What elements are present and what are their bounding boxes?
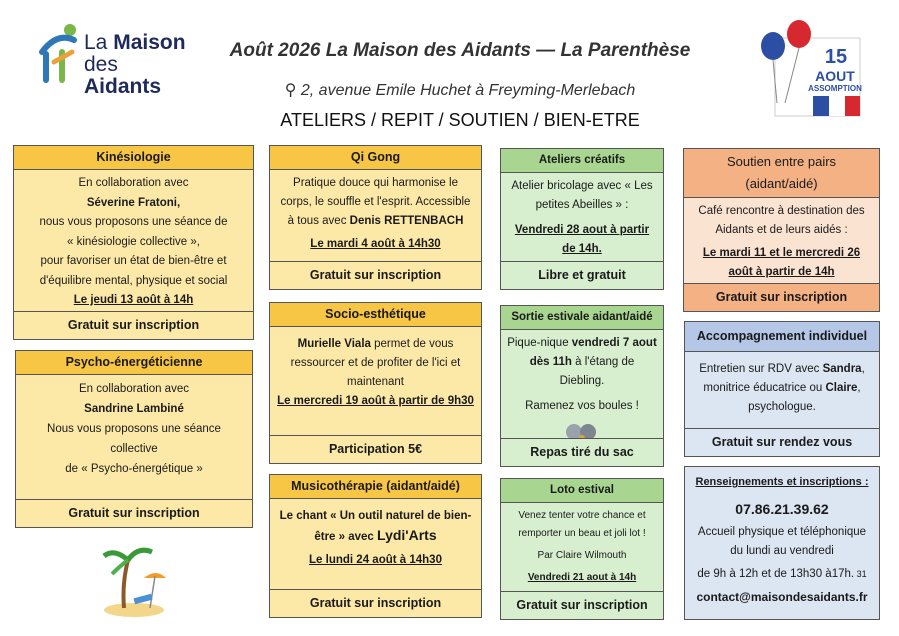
card-text: Atelier bricolage avec « Les petites Abe… xyxy=(511,180,653,211)
logo-figures-icon xyxy=(39,24,77,83)
loto-estival-card: Loto estival Venez tenter votre chance e… xyxy=(500,478,664,620)
subtitle: ATELIERS / REPIT / SOUTIEN / BIEN-ETRE xyxy=(280,110,640,130)
card-text: Le chant « Un outil naturel de bien-être… xyxy=(279,510,472,543)
card-title: Renseignements et inscriptions : xyxy=(695,476,869,488)
page-title: Août 2026 La Maison des Aidants — La Par… xyxy=(229,40,691,61)
badge-month: AOUT xyxy=(815,68,855,84)
card-text: nous vous proposons une séance de xyxy=(39,216,228,228)
card-footer: Repas tiré du sac xyxy=(500,438,664,467)
event-date: Le jeudi 13 août à 14h xyxy=(73,294,194,306)
card-footer: Gratuit sur rendez vous xyxy=(684,428,880,457)
card-footer: Gratuit sur inscription xyxy=(269,261,482,290)
socio-esthetique-card: Socio-esthétique Murielle Viala permet d… xyxy=(269,302,482,464)
kinesiologie-card: Kinésiologie En collaboration avec Séver… xyxy=(13,145,254,340)
card-text: Murielle Viala permet de vous ressourcer… xyxy=(290,338,461,388)
palm-tree-icon xyxy=(102,547,166,617)
card-title: Sortie estivale aidant/aidé xyxy=(501,306,663,330)
beach-illustration xyxy=(100,538,168,618)
card-footer: Gratuit sur inscription xyxy=(683,283,880,312)
balloons-flag-icon xyxy=(761,20,861,117)
event-date: Le mardi 4 août à 14h30 xyxy=(310,238,441,250)
accompagnement-card: Accompagnement individuel Entretien sur … xyxy=(684,321,880,457)
card-text: Pratique douce qui harmonise le corps, l… xyxy=(280,177,471,227)
card-text: Entretien sur RDV avec Sandra, monitrice… xyxy=(699,363,865,413)
petanque-balls-icon xyxy=(507,420,657,449)
soutien-entre-pairs-card: Soutien entre pairs (aidant/aidé) Café r… xyxy=(683,148,880,312)
card-text: « kinésiologie collective », xyxy=(67,235,200,248)
maison-aidants-logo: La Maison des Aidants xyxy=(32,22,192,98)
card-footer: Participation 5€ xyxy=(269,435,482,464)
card-footer: Gratuit sur inscription xyxy=(13,311,254,340)
sortie-estivale-card: Sortie estivale aidant/aidé Pique-nique … xyxy=(500,305,664,467)
card-footer: Gratuit sur inscription xyxy=(15,499,253,528)
card-title: Ateliers créatifs xyxy=(501,149,663,173)
event-date: Vendredi 21 aout à 14h xyxy=(527,572,637,583)
card-text: de « Psycho-énergétique » xyxy=(65,463,203,475)
card-title: Accompagnement individuel xyxy=(685,322,879,352)
card-title: Kinésiologie xyxy=(14,146,253,170)
badge-label: ASSOMPTION xyxy=(808,84,862,93)
card-text: d'équilibre mental, physique et social xyxy=(39,274,228,287)
card-text: Séverine Fratoni, xyxy=(86,196,181,209)
card-text: Venez tenter votre chance et remporter u… xyxy=(518,510,646,539)
event-date: Le lundi 24 août à 14h30 xyxy=(309,554,442,566)
card-text: Par Claire Wilmouth xyxy=(537,550,627,561)
ateliers-creatifs-card: Ateliers créatifs Atelier bricolage avec… xyxy=(500,148,664,290)
card-text: Café rencontre à destination des Aidants… xyxy=(698,205,865,236)
email-link[interactable]: contact@maisondesaidants.fr xyxy=(696,590,868,604)
event-date: Le mercredi 19 août à partir de 9h30 xyxy=(277,395,474,407)
card-text: de 9h à 12h et de 13h30 à17h. 31 xyxy=(697,568,867,580)
card-title: Qi Gong xyxy=(270,146,481,170)
phone-number[interactable]: 07.86.21.39.62 xyxy=(735,501,829,517)
card-title: Musicothérapie (aidant/aidé) xyxy=(270,475,481,499)
card-text: En collaboration avec xyxy=(78,177,189,189)
event-date: Vendredi 28 aout à partir de 14h. xyxy=(514,224,650,255)
card-title: Socio-esthétique xyxy=(270,303,481,327)
card-title: Soutien entre pairs (aidant/aidé) xyxy=(684,149,879,198)
musicotherapie-card: Musicothérapie (aidant/aidé) Le chant « … xyxy=(269,474,482,618)
event-date: Le mardi 11 et le mercredi 26 août à par… xyxy=(702,247,861,278)
card-title: Loto estival xyxy=(501,479,663,503)
card-footer: Gratuit sur inscription xyxy=(269,589,482,618)
card-text: Nous vous proposons une séance collectiv… xyxy=(47,423,221,455)
card-title: Psycho-énergéticienne xyxy=(16,351,252,375)
card-text: Ramenez vos boules ! xyxy=(525,400,639,412)
card-text: Sandrine Lambiné xyxy=(84,403,184,415)
card-text: En collaboration avec xyxy=(79,383,189,395)
card-footer: Gratuit sur inscription xyxy=(500,591,664,620)
badge-number: 15 xyxy=(824,46,848,68)
renseignements-card: Renseignements et inscriptions : 07.86.2… xyxy=(684,466,880,620)
psycho-energeticienne-card: Psycho-énergéticienne En collaboration a… xyxy=(15,350,253,528)
qi-gong-card: Qi Gong Pratique douce qui harmonise le … xyxy=(269,145,482,290)
card-text: Pique-nique vendredi 7 aout dès 11h à l'… xyxy=(507,337,657,387)
address: ⚲ 2, avenue Emile Huchet à Freyming-Merl… xyxy=(284,82,636,99)
card-text: pour favoriser un état de bien-être et xyxy=(40,255,227,267)
card-footer: Libre et gratuit xyxy=(500,261,664,290)
card-text: Accueil physique et téléphonique du lund… xyxy=(697,526,867,557)
location-pin-icon: ⚲ xyxy=(284,82,301,99)
assomption-badge: 15 AOUT ASSOMPTION xyxy=(755,18,865,118)
logo-text: La Maison des Aidants xyxy=(84,31,186,98)
